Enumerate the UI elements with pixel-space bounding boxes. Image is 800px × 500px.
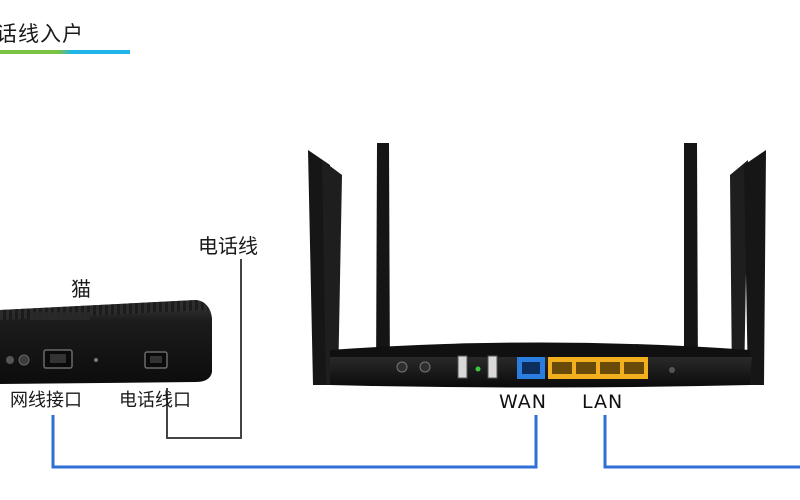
modem-phone-port-label: 电话线口 [119,390,191,411]
modem-to-wan-cable [51,415,538,469]
lan-cable [603,415,800,469]
antenna-icon [730,160,748,385]
antenna-icon [744,150,766,385]
router-reset-icon [419,361,431,373]
usb-port-icon [487,355,498,379]
modem-label: 猫 [71,277,91,301]
modem-device [0,300,212,384]
usb-port-icon [457,355,468,379]
antenna-icon [684,143,698,385]
page-title: 话线入户 [0,22,84,46]
router-device [308,143,766,388]
phone-line-label: 电话线 [198,234,258,258]
antenna-icon [376,143,390,385]
antenna-icon [322,160,342,385]
lan-ports [548,357,648,379]
modem-power-jack-icon [18,354,30,366]
router-power-button-icon [396,361,408,373]
title-underline [0,50,130,54]
lan-label: LAN [582,391,624,413]
modem-button-icon [6,356,14,364]
modem-net-port-label: 网线接口 [10,390,82,411]
phone-line-cable [166,259,242,439]
wan-label: WAN [499,391,547,413]
